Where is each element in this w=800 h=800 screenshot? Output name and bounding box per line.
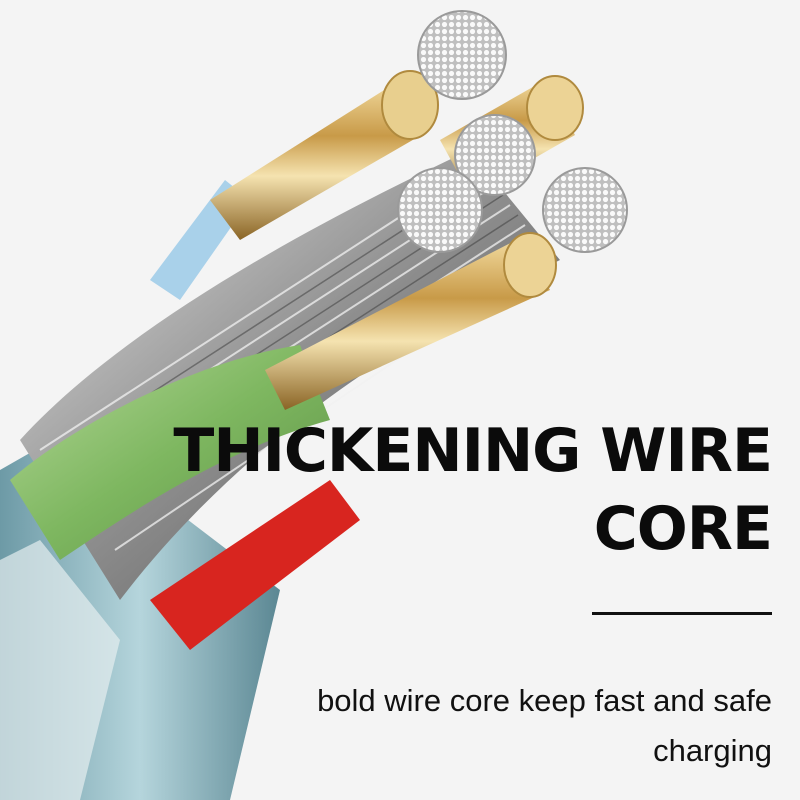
headline: THICKENING WIRE CORE <box>152 412 773 568</box>
copper-conductor-1 <box>210 70 439 240</box>
headline-line-2: CORE <box>593 494 773 564</box>
copper-conductor-3 <box>265 232 557 410</box>
red-insulation <box>150 480 360 650</box>
headline-line-1: THICKENING WIRE <box>173 416 773 486</box>
tinned-strand-bundles <box>397 10 628 253</box>
green-insulation <box>10 345 330 560</box>
divider-line <box>592 612 772 615</box>
feature-caption: bold wire core keep fast and safe chargi… <box>317 683 772 768</box>
